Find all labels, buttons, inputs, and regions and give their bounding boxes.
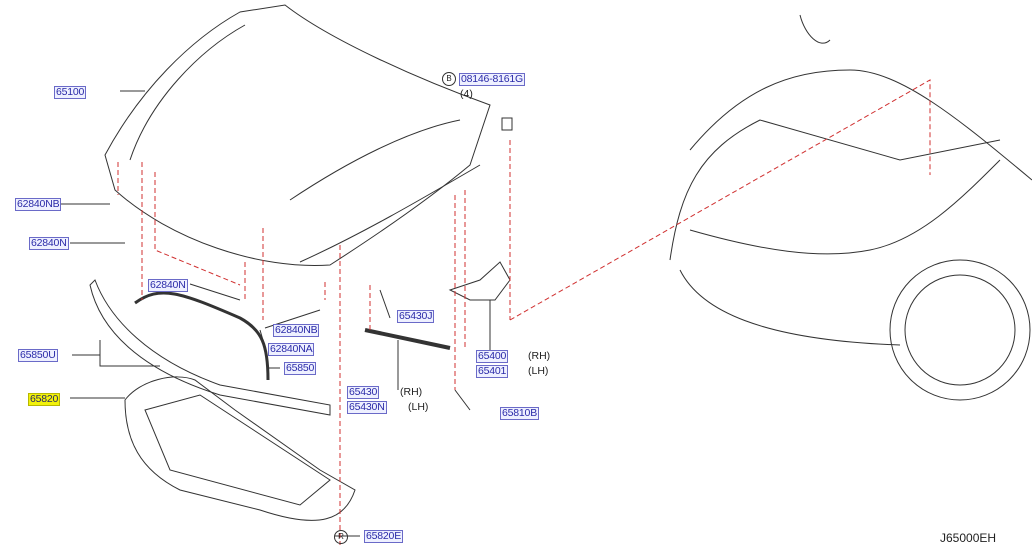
part-label-65820E[interactable]: 65820E <box>364 530 404 543</box>
part-label-65430J[interactable]: 65430J <box>397 310 435 323</box>
part-label-65100[interactable]: 65100 <box>54 86 87 99</box>
marker-r: R <box>334 530 348 544</box>
quantity-label: (4) <box>460 88 473 100</box>
hinge <box>448 261 511 301</box>
part-label-65850[interactable]: 65850 <box>284 362 317 375</box>
part-label-62840NA[interactable]: 62840NA <box>268 343 315 356</box>
part-label-65430[interactable]: 65430 <box>347 386 380 399</box>
part-label-62840N-2[interactable]: 62840N <box>148 279 188 292</box>
part-label-65850U[interactable]: 65850U <box>18 349 58 362</box>
marker-b: B <box>442 72 456 86</box>
hood-insulator <box>124 376 356 521</box>
side-label-lh-2: (LH) <box>408 401 429 413</box>
part-label-65810B[interactable]: 65810B <box>500 407 540 420</box>
part-label-65400[interactable]: 65400 <box>476 350 509 363</box>
car-outline <box>689 69 1032 181</box>
part-label-65401[interactable]: 65401 <box>476 365 509 378</box>
diagram-code: J65000EH <box>940 531 997 545</box>
part-label-62840NB[interactable]: 62840NB <box>15 198 62 211</box>
part-label-65430N[interactable]: 65430N <box>347 401 387 414</box>
part-label-65820-highlighted[interactable]: 65820 <box>28 393 61 406</box>
hood-panel <box>104 4 491 267</box>
seal-strip <box>134 291 270 381</box>
side-label-rh: (RH) <box>528 350 551 362</box>
hood-stay <box>364 328 451 350</box>
side-label-rh-2: (RH) <box>400 386 423 398</box>
bolt <box>501 117 513 131</box>
part-label-62840N[interactable]: 62840N <box>29 237 69 250</box>
front-strip <box>89 279 331 416</box>
part-label-08146-8161G[interactable]: 08146-8161G <box>459 73 526 86</box>
part-label-62840NB-2[interactable]: 62840NB <box>273 324 320 337</box>
side-label-lh: (LH) <box>528 365 549 377</box>
